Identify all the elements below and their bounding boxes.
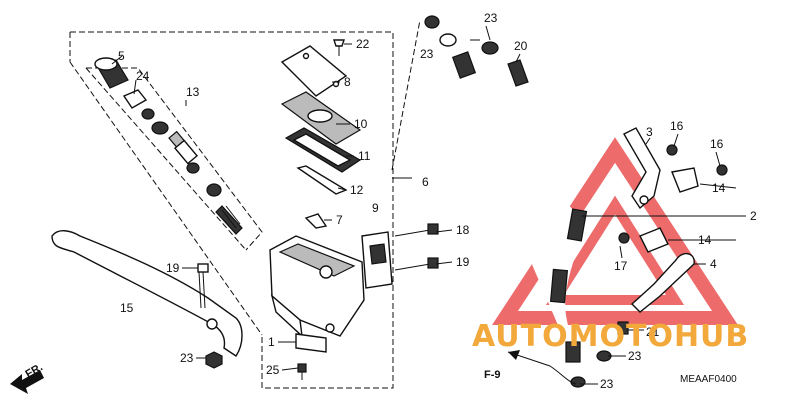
front-direction-arrow xyxy=(10,370,44,394)
holder-part xyxy=(361,231,393,289)
banjo-washers-bottom xyxy=(570,321,629,388)
master-cylinder-part xyxy=(269,235,365,338)
callout-10: 10 xyxy=(354,117,368,131)
screw-1-part xyxy=(295,333,327,353)
bracket-4-part xyxy=(630,253,695,313)
screw-21-part xyxy=(333,39,345,56)
piston-parts xyxy=(141,108,243,235)
brake-hose-part xyxy=(434,38,588,373)
callout-18-lower: 17 xyxy=(614,259,628,273)
leader-lines xyxy=(111,25,746,385)
diagram-code: MEAAF0400 xyxy=(680,374,737,385)
callout-17: 16 xyxy=(670,119,684,133)
callout-23-mid: 23 xyxy=(628,349,642,363)
callout-2: 2 xyxy=(750,209,757,223)
section-reference: F-9 xyxy=(484,369,501,381)
callout-13: 13 xyxy=(186,85,200,99)
callout-23-bottom: 23 xyxy=(600,377,614,391)
callout-24: 24 xyxy=(136,69,150,83)
callout-labels: 5 24 13 22 8 10 11 12 7 9 6 18 19 19 15 … xyxy=(118,11,757,391)
callout-19: 19 xyxy=(166,261,180,275)
callout-20-top: 20 xyxy=(514,39,528,53)
reservoir-cap-part xyxy=(280,45,348,97)
bolt-16-lower-part xyxy=(394,257,439,271)
section-ref-pointer xyxy=(507,350,577,385)
callout-16-lower: 19 xyxy=(456,255,470,269)
callout-23-top-left: 23 xyxy=(420,47,434,61)
clamp-14-upper-part xyxy=(666,144,728,193)
callout-11: 11 xyxy=(358,149,371,163)
banjo-washers-top xyxy=(424,15,529,87)
callout-7: 7 xyxy=(336,213,343,227)
callout-23-top-right: 23 xyxy=(484,11,498,25)
bolt-16-upper-part xyxy=(394,223,439,237)
callout-3: 3 xyxy=(646,125,653,139)
piston-kit-outline xyxy=(85,67,263,251)
callout-9: 9 xyxy=(372,201,379,215)
callout-25: 25 xyxy=(266,363,280,377)
watermark-text-a: AUTOMOTOHUB xyxy=(472,319,749,354)
screw-25-part xyxy=(297,363,307,380)
callout-14-lower: 14 xyxy=(698,233,712,247)
callout-6: 6 xyxy=(422,175,429,189)
dust-boot-part xyxy=(94,57,129,89)
brake-lever-part xyxy=(51,230,243,357)
cap-plate-part xyxy=(280,91,362,145)
snap-ring-part xyxy=(122,89,148,109)
clamp-14-lower-part xyxy=(618,227,669,253)
callout-12: 12 xyxy=(350,183,364,197)
callout-14-upper: 14 xyxy=(712,181,726,195)
clip-7-part xyxy=(304,213,328,229)
callout-18-upper: 16 xyxy=(710,137,724,151)
callout-15: 15 xyxy=(120,301,134,315)
group-outline xyxy=(69,19,421,389)
callout-1: 1 xyxy=(268,335,275,349)
hose-bracket-3-part xyxy=(623,127,661,210)
callout-21: 22 xyxy=(356,37,370,51)
callout-20-bottom: 21 xyxy=(646,325,660,339)
nut-22-part xyxy=(205,351,223,369)
callout-16-upper: 18 xyxy=(456,223,470,237)
callout-22: 23 xyxy=(180,351,194,365)
callout-8: 8 xyxy=(344,75,351,89)
callout-5: 5 xyxy=(118,49,125,63)
diaphragm-part xyxy=(284,127,362,173)
callout-4: 4 xyxy=(710,257,717,271)
